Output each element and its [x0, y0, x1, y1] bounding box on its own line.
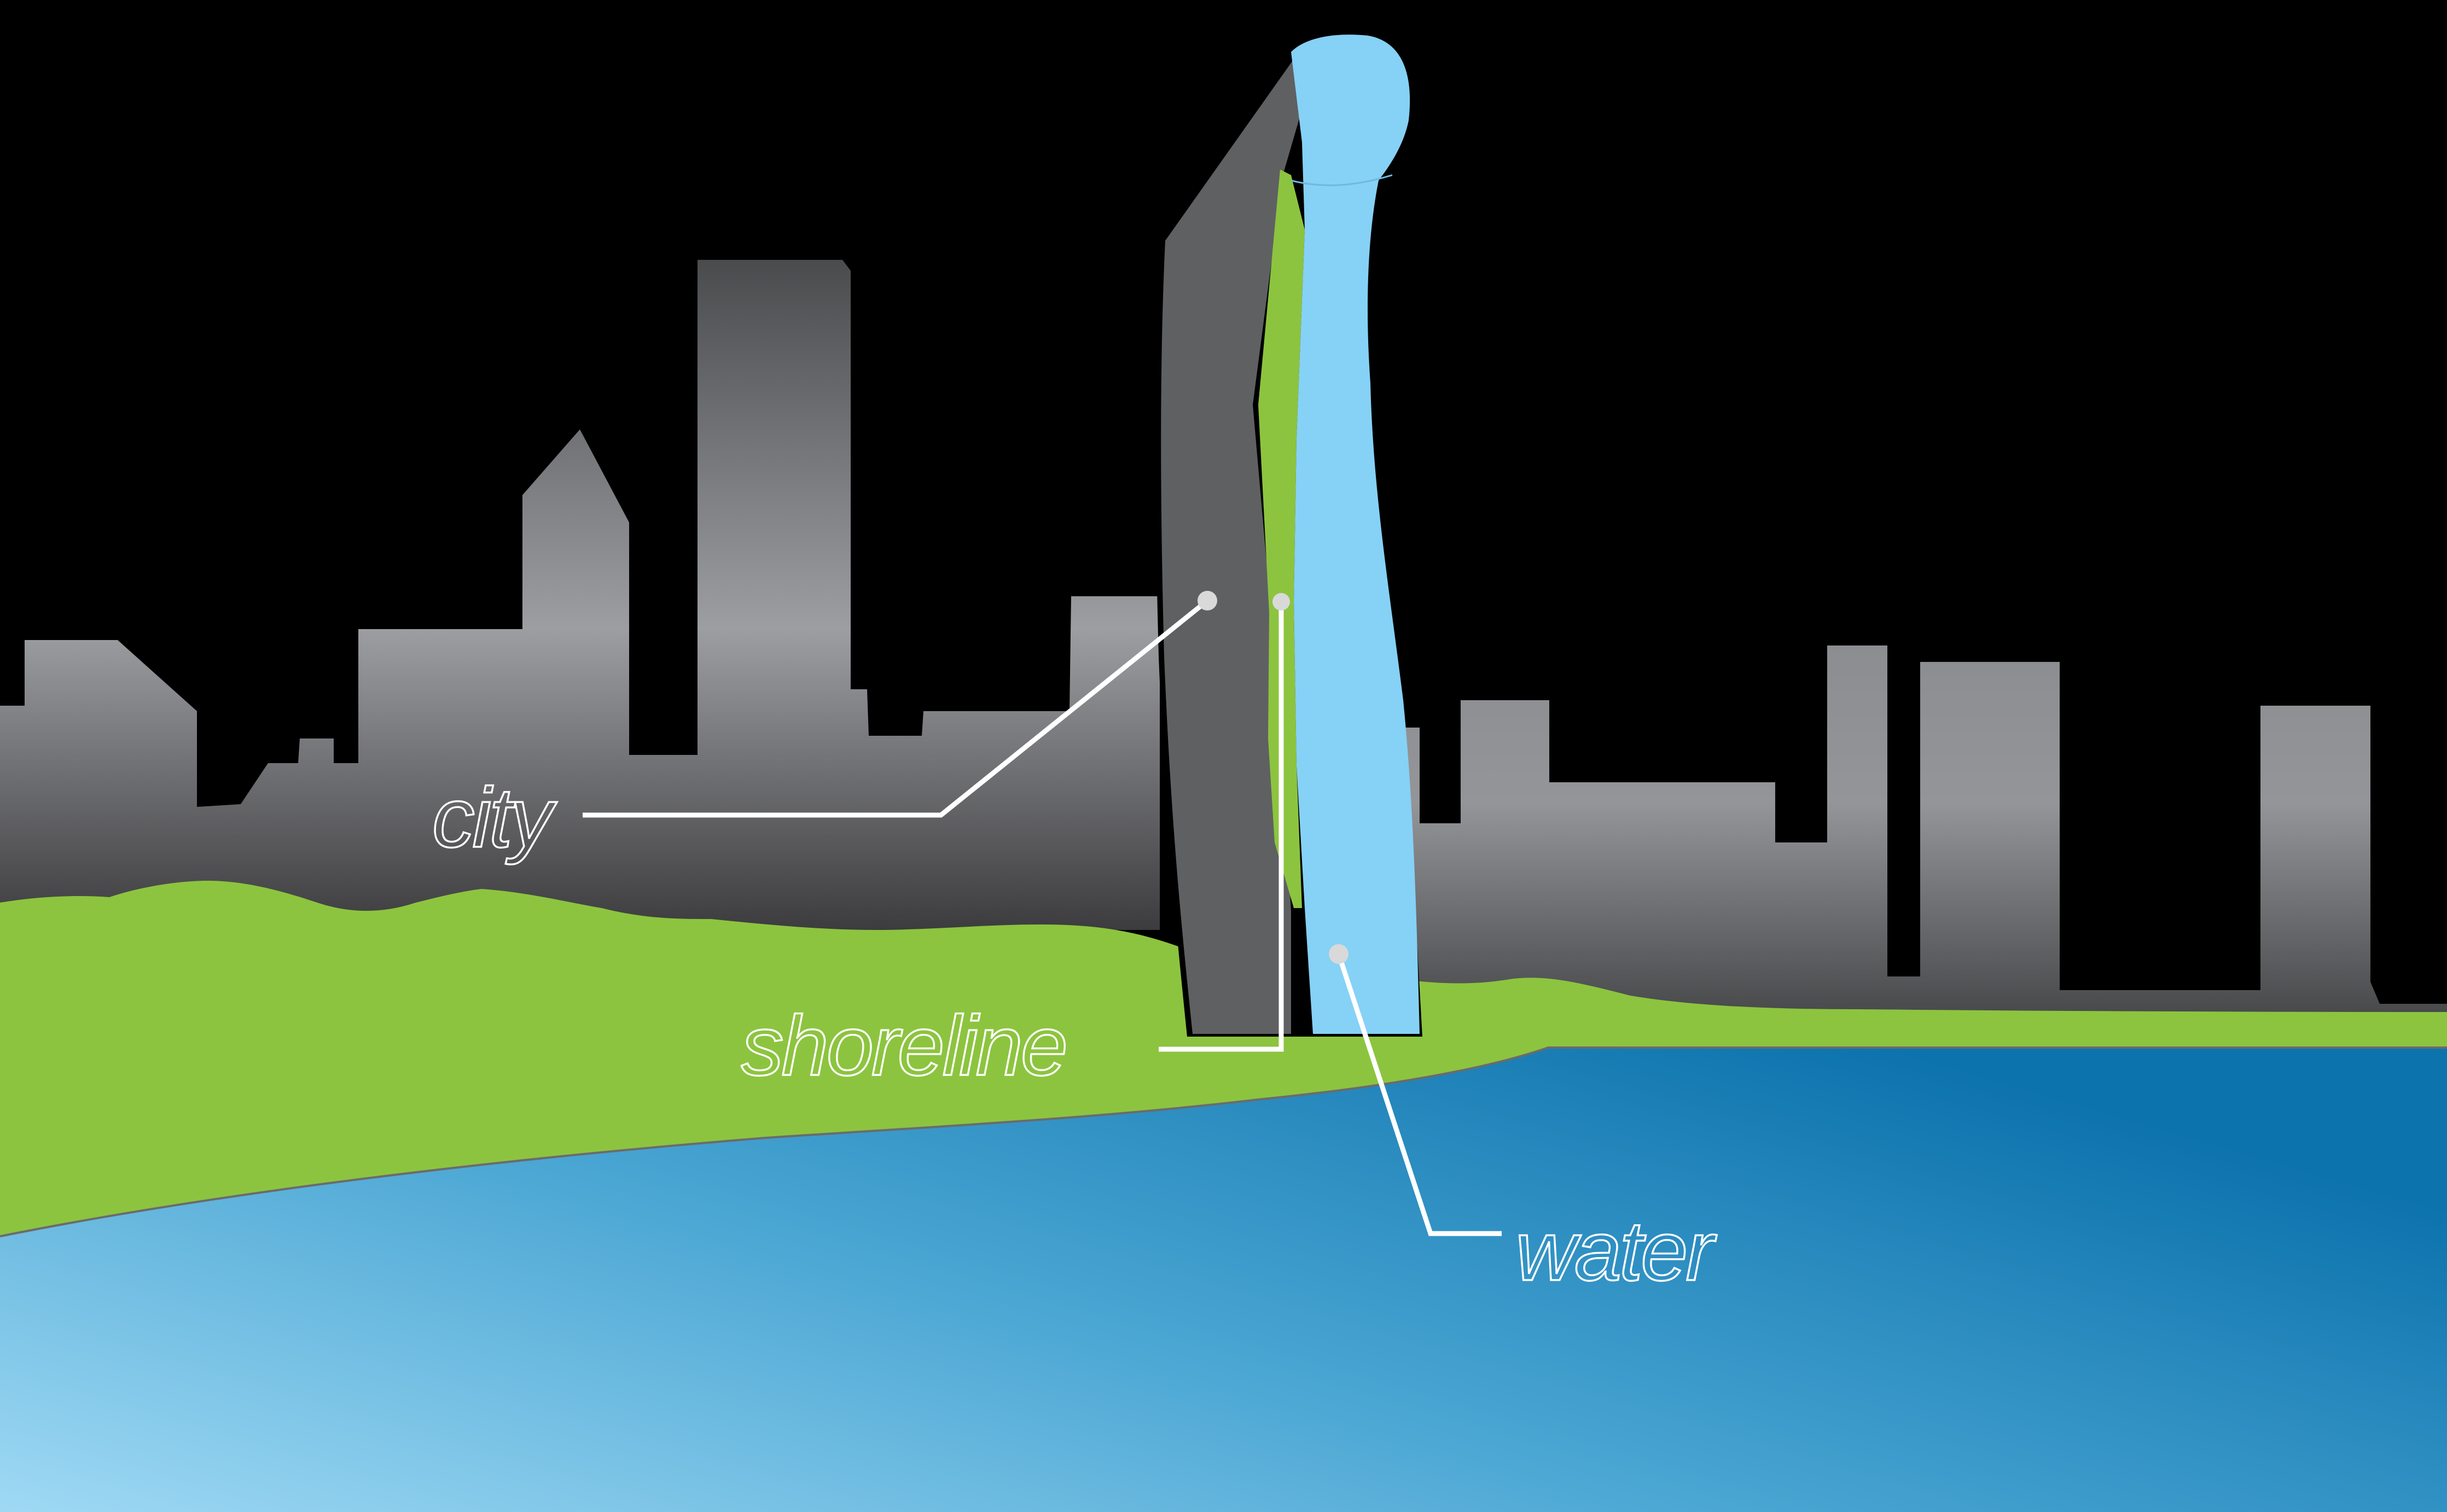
- city-label: city: [432, 770, 557, 865]
- water-label: water: [1515, 1203, 1717, 1298]
- city-callout-line: [583, 598, 1209, 818]
- water-callout-line: [1336, 953, 1502, 1236]
- city-callout-dot: [1198, 591, 1217, 610]
- water-body: [0, 1048, 2447, 1512]
- tower-water-section: [1291, 34, 1420, 1034]
- city-skyline-right: [1403, 645, 2447, 1039]
- shoreline-land: [0, 881, 2447, 1236]
- tower-water-edge: [1291, 174, 1393, 187]
- city-skyline-left: [0, 260, 1160, 930]
- tower-shoreline-section: [1258, 170, 1305, 908]
- shoreline-callout-dot: [1272, 593, 1290, 610]
- water-callout-dot: [1329, 944, 1349, 964]
- shoreline-callout-line: [1159, 602, 1284, 1052]
- shoreline-label: shoreline: [741, 998, 1066, 1093]
